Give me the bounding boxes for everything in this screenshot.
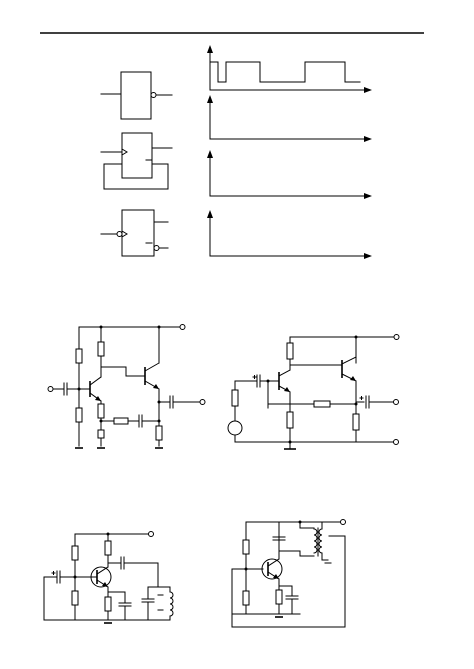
two-stage-amplifier-circuit xyxy=(47,324,206,449)
differential-amplifier-circuit xyxy=(227,334,400,450)
lc-oscillator-circuit xyxy=(43,531,174,624)
square-wave xyxy=(209,61,361,83)
waveform-answer-axes-3 xyxy=(207,210,372,259)
d-flip-flop xyxy=(100,132,173,190)
inverter-gate xyxy=(100,71,173,120)
jk-flip-flop xyxy=(100,209,169,257)
transformer-oscillator-circuit xyxy=(231,519,346,628)
waveform-answer-axes-2 xyxy=(207,150,372,199)
waveform-answer-axes-1 xyxy=(207,95,372,142)
waveform-input-axes xyxy=(207,45,372,93)
